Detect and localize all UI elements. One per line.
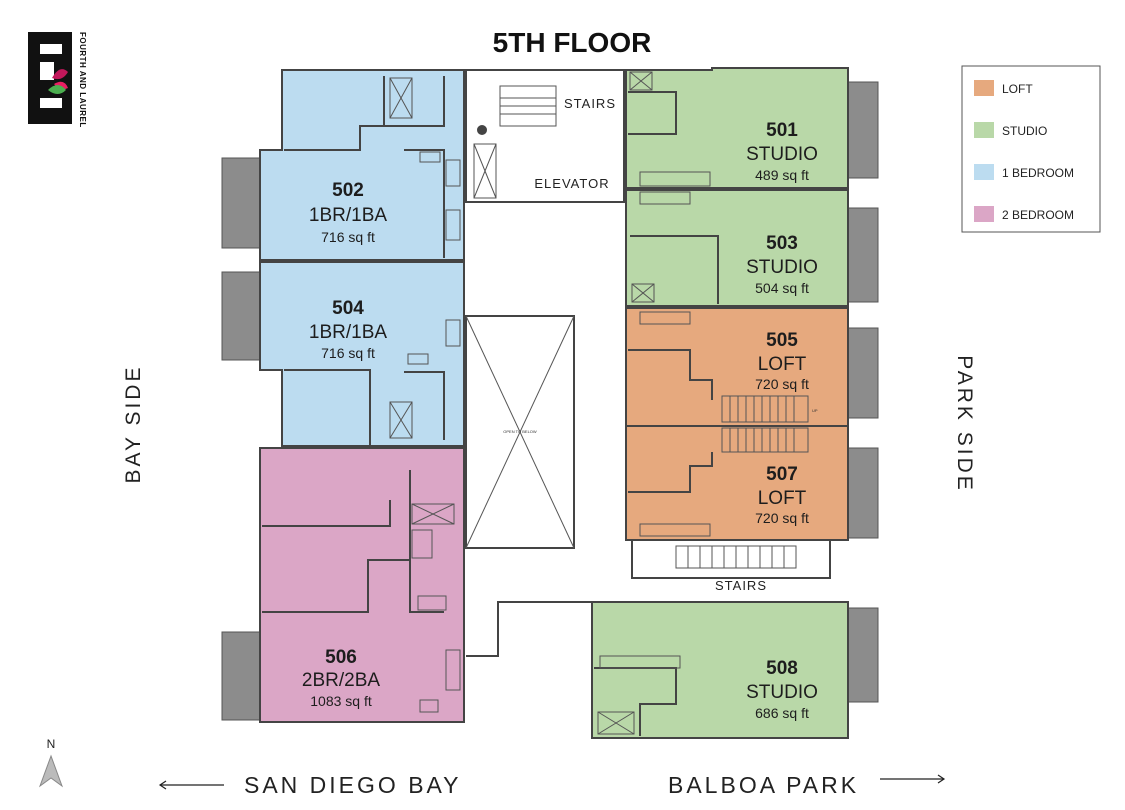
unit-type: LOFT [758, 488, 807, 509]
logo-text: FOURTH AND LAUREL [78, 32, 87, 128]
unit-size: 716 sq ft [321, 345, 375, 361]
core-area [465, 69, 831, 657]
stairs-top-label: STAIRS [564, 96, 616, 111]
unit-size: 720 sq ft [755, 376, 809, 392]
legend-label: 1 BEDROOM [1002, 166, 1074, 180]
legend-label: 2 BEDROOM [1002, 208, 1074, 222]
unit-type: LOFT [758, 354, 807, 375]
legend-swatch [974, 164, 994, 180]
unit-506-label: 506 2BR/2BA 1083 sq ft [302, 647, 380, 709]
unit-number: 502 [332, 180, 364, 201]
unit-506-area [259, 447, 465, 723]
interior-walls [262, 71, 809, 736]
legend-label: LOFT [1002, 82, 1033, 96]
north-arrow: N [38, 737, 64, 788]
park-side-label: PARK SIDE [953, 355, 976, 492]
unit-508-label: 508 STUDIO 686 sq ft [746, 658, 818, 721]
arrow-right-icon [937, 774, 946, 784]
balconies [221, 81, 879, 721]
unit-502-area [259, 69, 465, 261]
unit-size: 489 sq ft [755, 167, 809, 183]
bay-side-label: BAY SIDE [122, 365, 145, 484]
unit-number: 503 [766, 233, 798, 254]
arrow-left-icon [158, 780, 167, 790]
unit-505-label: 505 LOFT 720 sq ft [755, 330, 809, 392]
unit-501-label: 501 STUDIO 489 sq ft [746, 120, 818, 183]
open-below-label: OPEN TO BELOW [503, 429, 537, 434]
unit-size: 686 sq ft [755, 705, 809, 721]
floor-title: 5TH FLOOR [493, 27, 652, 58]
unit-501-area [625, 67, 849, 189]
unit-number: 508 [766, 658, 798, 679]
legend-item-studio: STUDIO [974, 122, 1047, 138]
unit-size: 504 sq ft [755, 280, 809, 296]
stair-up-label: UP [812, 408, 818, 413]
unit-508-area [591, 601, 849, 739]
legend-swatch [974, 206, 994, 222]
unit-507-label: 507 LOFT 720 sq ft [755, 464, 809, 526]
unit-type: STUDIO [746, 144, 818, 165]
unit-type: STUDIO [746, 682, 818, 703]
unit-type: 2BR/2BA [302, 670, 380, 691]
san-diego-bay-label: SAN DIEGO BAY [244, 772, 462, 798]
unit-type: 1BR/1BA [309, 322, 387, 343]
legend: LOFT STUDIO 1 BEDROOM 2 BEDROOM [961, 65, 1101, 233]
unit-number: 501 [766, 120, 798, 141]
unit-507-area [625, 425, 849, 541]
unit-size: 720 sq ft [755, 510, 809, 526]
balboa-park-label: BALBOA PARK [668, 772, 859, 798]
unit-504-area [259, 261, 465, 447]
unit-number: 505 [766, 330, 798, 351]
unit-size: 716 sq ft [321, 229, 375, 245]
building-logo: FOURTH AND LAUREL [28, 32, 87, 128]
unit-size: 1083 sq ft [310, 693, 372, 709]
balboa-park-direction: BALBOA PARK [668, 772, 946, 798]
legend-item-1-bedroom: 1 BEDROOM [974, 164, 1074, 180]
unit-number: 507 [766, 464, 798, 485]
legend-item-loft: LOFT [974, 80, 1033, 96]
unit-503-area [625, 189, 849, 307]
legend-item-2-bedroom: 2 BEDROOM [974, 206, 1074, 222]
north-arrow-icon [38, 754, 64, 788]
unit-503-label: 503 STUDIO 504 sq ft [746, 233, 818, 296]
legend-swatch [974, 80, 994, 96]
unit-number: 504 [332, 298, 364, 319]
legend-label: STUDIO [1002, 124, 1047, 138]
unit-504-label: 504 1BR/1BA 716 sq ft [309, 298, 387, 361]
san-diego-bay-direction: SAN DIEGO BAY [158, 772, 462, 798]
north-label: N [47, 737, 56, 751]
unit-502-label: 502 1BR/1BA 716 sq ft [309, 180, 387, 245]
legend-swatch [974, 122, 994, 138]
stairs-bottom-label: STAIRS [715, 578, 767, 593]
unit-number: 506 [325, 647, 357, 668]
unit-type: 1BR/1BA [309, 205, 387, 226]
unit-type: STUDIO [746, 257, 818, 278]
elevator-label: ELEVATOR [534, 176, 609, 191]
